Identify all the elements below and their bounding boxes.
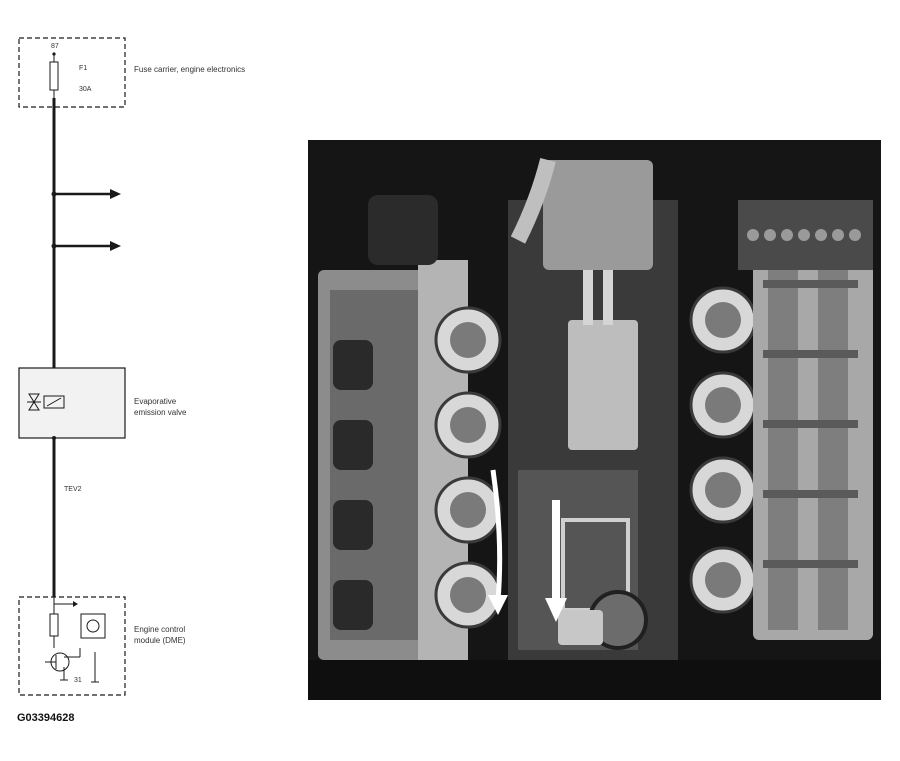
fuse-box-label: Fuse carrier, engine electronics [134,65,246,74]
indicator-arrow-icon [545,500,567,622]
valve-label-line2: emission valve [134,408,187,417]
branch-arrow-1 [110,189,121,199]
fuse-box [18,37,126,108]
ecm-label-line1: Engine control [134,625,186,634]
fuse-terminal-label: 87 [51,43,59,50]
indicator-arrow-curved-icon [488,469,508,615]
fuse-symbol [49,61,59,91]
engine-photo [308,140,881,700]
valve-label-line1: Evaporative [134,397,177,406]
figure-id: G03394628 [17,712,75,724]
wire-label: TEV2 [64,486,82,493]
ecm-pin-label: 31 [74,677,82,684]
fuse-rating-label: 30A [79,86,92,93]
ecm-box [18,596,126,696]
valve-box [18,367,126,439]
ecm-internals-icon [45,597,106,683]
wiring-diagram [18,37,126,696]
ecm-label-line2: module (DME) [134,636,186,645]
branch-arrow-2 [110,241,121,251]
valve-symbol-icon [27,393,65,411]
fuse-id-label: F1 [79,65,88,72]
